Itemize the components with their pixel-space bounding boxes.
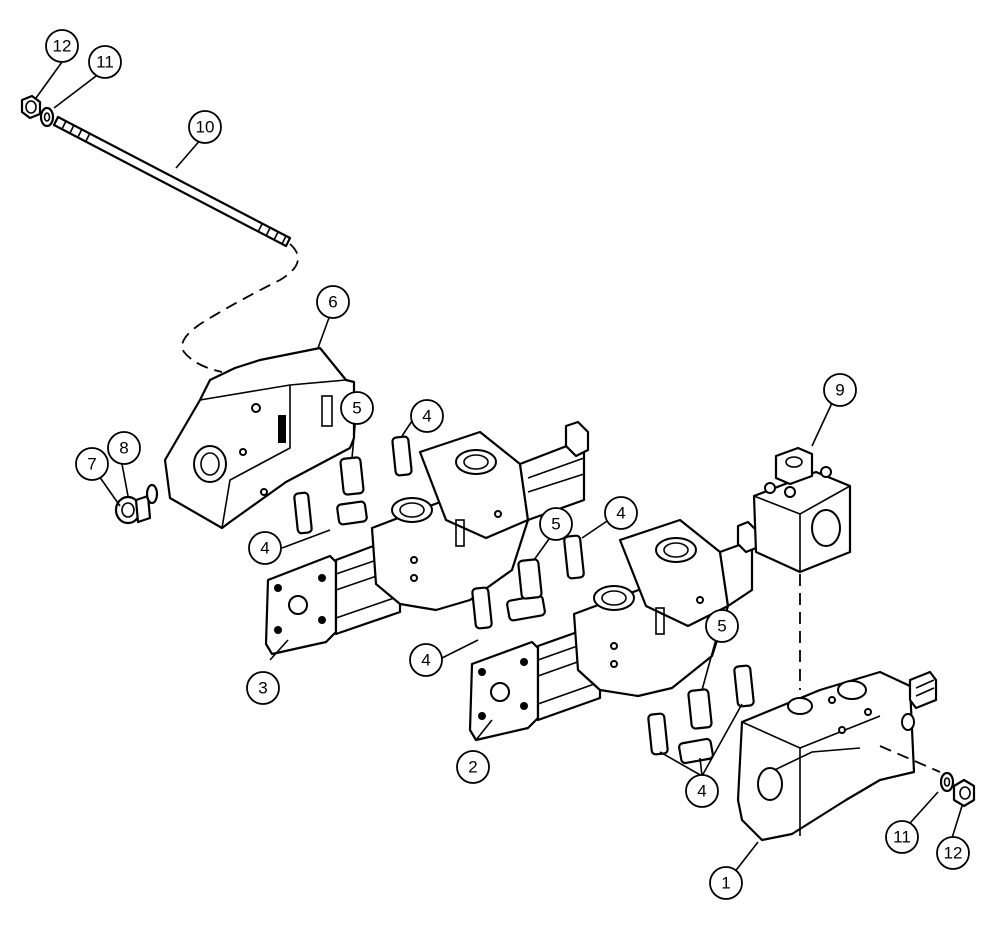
nut-upper (20, 94, 42, 120)
callout-8: 8 (107, 431, 141, 465)
washer-upper (39, 106, 55, 128)
leader-lines (35, 61, 963, 879)
callout-11-upper: 11 (88, 45, 122, 79)
callout-5-upper: 5 (340, 391, 374, 425)
callout-5-middle: 5 (539, 507, 573, 541)
svg-text:2: 2 (468, 758, 477, 777)
svg-text:11: 11 (96, 53, 114, 72)
svg-text:4: 4 (616, 504, 625, 523)
svg-text:9: 9 (835, 381, 844, 400)
callout-12-upper: 12 (45, 29, 79, 63)
svg-text:3: 3 (258, 679, 267, 698)
svg-text:12: 12 (944, 844, 963, 863)
svg-text:4: 4 (422, 407, 431, 426)
callout-4-upper-right: 4 (410, 399, 444, 433)
tie-rod (52, 115, 299, 373)
seal-group-upper (293, 435, 413, 535)
svg-text:5: 5 (551, 515, 560, 534)
svg-text:6: 6 (328, 293, 337, 312)
svg-text:12: 12 (53, 37, 72, 56)
callout-4-lower: 4 (685, 774, 719, 808)
svg-text:4: 4 (697, 782, 706, 801)
svg-text:8: 8 (119, 439, 128, 458)
svg-text:11: 11 (893, 828, 911, 847)
callout-3: 3 (246, 671, 280, 705)
svg-text:4: 4 (421, 651, 430, 670)
callout-4-middle-left: 4 (409, 643, 443, 677)
svg-text:1: 1 (721, 874, 730, 893)
seal-group-middle (471, 534, 585, 630)
callout-2: 2 (456, 750, 490, 784)
inlet-alignment-line (879, 745, 941, 773)
svg-text:4: 4 (260, 539, 269, 558)
callout-1: 1 (709, 866, 743, 900)
svg-text:10: 10 (196, 118, 215, 137)
svg-text:5: 5 (717, 617, 726, 636)
section-valve-upper (264, 420, 590, 656)
relief-valve-block (752, 446, 852, 574)
callout-4-upper-left: 4 (248, 531, 282, 565)
svg-text:7: 7 (87, 455, 96, 474)
callout-5-lower: 5 (705, 609, 739, 643)
seal-group-lower (647, 664, 755, 765)
callout-10: 10 (188, 110, 222, 144)
section-valve-lower (468, 518, 758, 742)
plug (114, 494, 152, 525)
svg-text:5: 5 (352, 399, 361, 418)
o-ring (145, 483, 159, 505)
washer-lower (939, 771, 955, 793)
callout-11-lower: 11 (885, 820, 919, 854)
callout-9: 9 (823, 373, 857, 407)
nut-lower (952, 778, 976, 808)
callout-7: 7 (75, 447, 109, 481)
inlet-block (736, 670, 938, 842)
callout-12-lower: 12 (936, 836, 970, 870)
end-cover (163, 346, 356, 530)
callout-6: 6 (316, 285, 350, 319)
callout-4-middle-right: 4 (604, 496, 638, 530)
